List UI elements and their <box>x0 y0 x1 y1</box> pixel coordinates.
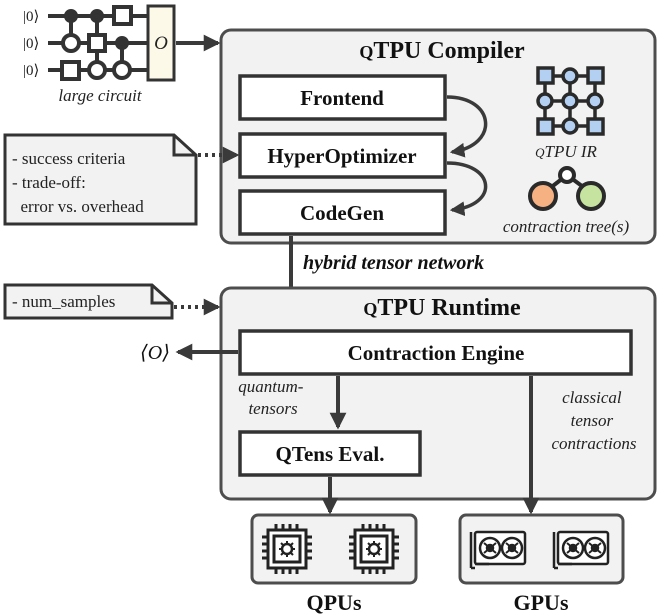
control-dot <box>115 36 129 50</box>
quantum-tensors-label: quantum- tensors <box>238 377 307 418</box>
target-gate-circle <box>87 60 107 80</box>
target-gate-circle <box>61 33 81 53</box>
contraction-tree-icon <box>528 166 606 211</box>
single-qubit-gate <box>60 60 81 81</box>
samples-note-fold <box>150 285 172 305</box>
expectation-value-label: ⟨O⟩ <box>140 342 170 364</box>
ket-label: |0⟩ <box>23 36 39 52</box>
qpu-chip-icon <box>262 524 312 574</box>
arrow-frontend-to-hyperoptimizer <box>446 95 488 158</box>
observable-box <box>146 4 176 82</box>
single-qubit-gate <box>112 5 133 26</box>
hyperoptimizer-label: HyperOptimizer <box>267 144 416 168</box>
criteria-line-3: error vs. overhead <box>12 197 144 216</box>
contraction-engine-box[interactable] <box>238 329 633 376</box>
codegen-label: CodeGen <box>300 201 384 225</box>
samples-note <box>3 283 174 320</box>
frontend-label: Frontend <box>300 86 384 110</box>
gpu-card-icon <box>552 530 610 570</box>
criteria-line-1: - success criteria <box>12 149 126 168</box>
ir-graph-icon <box>536 66 605 136</box>
arrow-hyperoptimizer-to-codegen <box>446 161 488 217</box>
control-dot <box>90 9 104 23</box>
frontend-box[interactable] <box>238 74 447 121</box>
criteria-note <box>3 133 198 226</box>
num-samples-label: - num_samples <box>12 292 115 311</box>
qpus-label: QPUs <box>307 590 362 615</box>
ir-caption: QTPU IR <box>535 142 597 161</box>
gpu-card-icon <box>469 530 527 570</box>
ket-label: |0⟩ <box>23 9 39 25</box>
gpus-label: GPUs <box>514 590 569 615</box>
tree-caption: contraction tree(s) <box>503 217 630 236</box>
compiler-title: QTPU Compiler <box>359 38 525 64</box>
ket-label: |0⟩ <box>23 63 39 79</box>
qtens-eval-label: QTens Eval. <box>276 442 385 466</box>
criteria-note-fold <box>172 135 196 157</box>
qtens-eval-box[interactable] <box>238 430 422 477</box>
control-dot <box>64 9 78 23</box>
criteria-line-2: - trade-off: <box>12 173 86 192</box>
codegen-box[interactable] <box>238 189 447 236</box>
contraction-engine-label: Contraction Engine <box>348 341 525 365</box>
runtime-title: QTPU Runtime <box>363 295 521 321</box>
classical-contractions-label: classical tensor contractions <box>552 388 637 453</box>
observable-label: O <box>154 33 168 54</box>
quantum-circuit <box>48 4 176 82</box>
single-qubit-gate <box>87 33 107 53</box>
circuit-caption: large circuit <box>58 86 143 105</box>
target-gate-circle <box>112 60 132 80</box>
hybrid-tensor-network-label: hybrid tensor network <box>303 252 484 274</box>
hyperoptimizer-box[interactable] <box>238 132 447 179</box>
qpu-chip-icon <box>349 524 399 574</box>
